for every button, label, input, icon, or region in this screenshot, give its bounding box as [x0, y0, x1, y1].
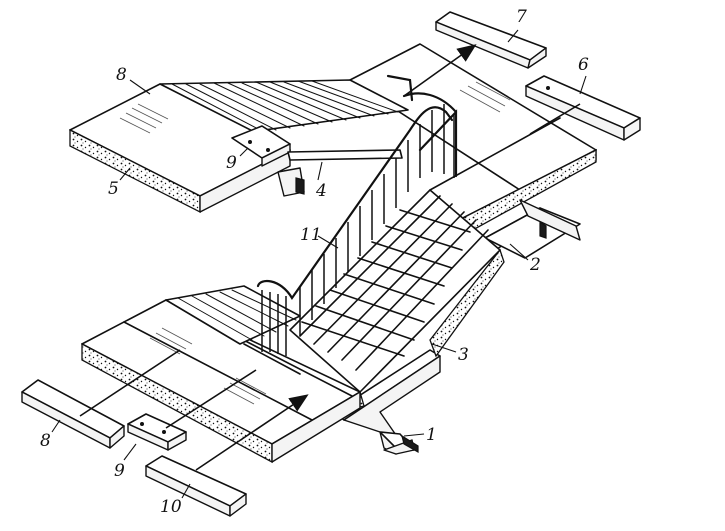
- part-6: [525, 75, 641, 141]
- callout-10: 10: [160, 497, 182, 517]
- upper-landing-slab: [349, 43, 597, 237]
- callout-8-top: 8: [116, 65, 127, 85]
- arrow-7: [403, 44, 477, 97]
- callout-8-bottom: 8: [40, 431, 51, 451]
- main-stair-flight: [289, 189, 505, 413]
- beam-4: [277, 149, 403, 197]
- callout-4: 4: [315, 181, 327, 201]
- beam-2: [484, 199, 581, 259]
- block-9-top: [231, 125, 291, 167]
- callout-1: 1: [426, 425, 437, 445]
- callout-9-bottom: 9: [114, 461, 125, 481]
- callout-9-top: 9: [226, 153, 237, 173]
- arrow-8-bottom: [79, 349, 181, 417]
- arrow-6: [529, 103, 581, 135]
- callout-6: 6: [578, 55, 589, 75]
- part-8-bottom: [21, 379, 125, 449]
- balusters: [261, 104, 455, 356]
- callout-11: 11: [300, 225, 322, 245]
- part-7: [435, 11, 547, 69]
- callout-5: 5: [108, 179, 119, 199]
- lower-flight-steps: [165, 285, 301, 345]
- stair-treads: [301, 209, 471, 357]
- arrow-9-bottom: [165, 369, 257, 429]
- part-10: [145, 455, 247, 517]
- callout-labels: 1 2 3 4 5 6 7 8 8 9 9 10 11: [40, 7, 589, 517]
- upper-flight: [159, 79, 409, 133]
- part-9-bottom: [127, 413, 187, 451]
- arrow-10: [195, 394, 309, 471]
- callout-3: 3: [458, 345, 469, 365]
- callout-7: 7: [516, 7, 527, 27]
- callout-2: 2: [529, 255, 541, 275]
- handrail-11: [256, 74, 458, 356]
